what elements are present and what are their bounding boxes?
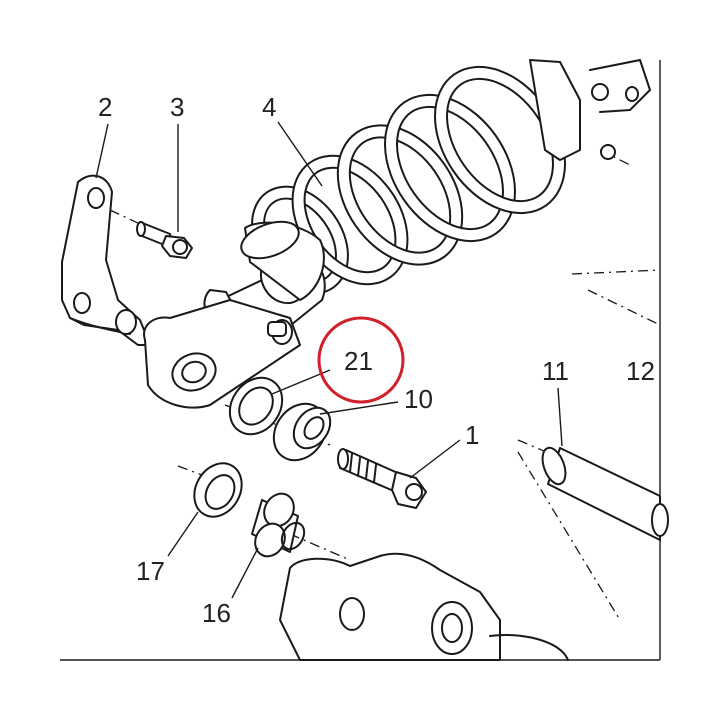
ring-part-21 bbox=[228, 376, 284, 436]
lower-linkage bbox=[279, 552, 569, 661]
spring-adjuster bbox=[529, 59, 651, 161]
seal-part-17 bbox=[193, 462, 243, 518]
callout-21: 21 bbox=[344, 346, 373, 376]
callout-17: 17 bbox=[136, 556, 165, 586]
callout-3: 3 bbox=[170, 92, 184, 122]
callout-12: 12 bbox=[626, 356, 655, 386]
callout-4: 4 bbox=[262, 92, 276, 122]
callout-11: 11 bbox=[542, 356, 569, 386]
callout-2: 2 bbox=[98, 92, 112, 122]
bracket-part-2 bbox=[61, 174, 151, 346]
spacer-part-10 bbox=[272, 402, 332, 462]
highlight-circle bbox=[317, 316, 405, 404]
bushing-part-16 bbox=[251, 492, 306, 558]
shock-body bbox=[143, 220, 326, 409]
callout-10: 10 bbox=[404, 384, 433, 414]
callout-16: 16 bbox=[202, 598, 231, 628]
callout-1: 1 bbox=[465, 420, 479, 450]
bolt-part-3 bbox=[136, 221, 193, 259]
bolt-part-1 bbox=[337, 448, 427, 509]
sleeve-part-11 bbox=[541, 446, 669, 541]
